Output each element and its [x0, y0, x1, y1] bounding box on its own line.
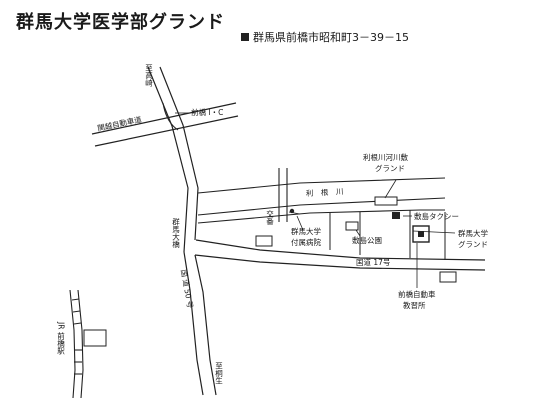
label-kanetsu-expressway: 関越自動車道: [96, 114, 143, 133]
label-to-takasaki: 至高崎: [144, 64, 153, 87]
address-text: 群馬県前橋市昭和町3－39－15: [253, 31, 409, 44]
label-to-kiryu: 至桐生: [214, 362, 223, 385]
tonegawa-ground-marker: [374, 196, 398, 206]
label-driving-school-2: 教習所: [403, 300, 426, 310]
jr-maebashi-station-building: [83, 329, 107, 347]
label-tonegawa-kasenjiki-2: グランド: [375, 163, 405, 173]
label-destination-2: グランド: [458, 239, 488, 249]
address: 群馬県前橋市昭和町3－39－15: [241, 29, 409, 45]
label-route17: 国道 17号: [356, 257, 390, 267]
gunma-ohashi-bridge: [278, 168, 288, 222]
kanetsu-expressway-road: [91, 102, 239, 147]
label-destination-1: 群馬大学: [458, 228, 488, 238]
leader-lines: [175, 112, 456, 288]
destination-marker: [418, 231, 424, 237]
route50-road: [183, 251, 217, 396]
map-labels: 至高崎 前橋 I・C 関越自動車道 利根川河川敷 グランド 利 根 川 交番 群…: [56, 64, 488, 385]
north-south-road: [147, 66, 199, 253]
label-koban: 交番: [265, 209, 274, 227]
label-gunma-univ-hospital-2: 付属病院: [291, 237, 321, 247]
label-maebashi-ic: 前橋 I・C: [191, 107, 223, 117]
label-driving-school-1: 前橋自動車: [398, 289, 436, 299]
riverside-road: [197, 209, 445, 224]
shikishima-park-marker: [345, 221, 359, 231]
label-jr-maebashi-station: JR 前橋駅: [56, 321, 65, 355]
label-tonegawa-river: 利 根 川: [306, 186, 344, 198]
route17-road: [194, 239, 486, 271]
label-shikishima-taxi: 敷島タクシー: [414, 211, 459, 221]
side-roads: [329, 210, 446, 260]
driving-school-building: [439, 271, 457, 283]
label-gunma-ohashi: 群馬大橋: [171, 217, 180, 250]
bullet-square-icon: [241, 33, 249, 41]
hospital-building: [255, 235, 273, 247]
label-shikishima-park: 敷島公園: [352, 235, 382, 245]
jr-railway: [69, 289, 84, 399]
label-tonegawa-kasenjiki-1: 利根川河川敷: [363, 152, 408, 162]
interchange-ramp: [162, 102, 179, 131]
page-title: 群馬大学医学部グランド: [16, 12, 225, 33]
taxi-marker: [392, 212, 400, 219]
label-route50: 国 道 50 号: [179, 269, 196, 309]
label-gunma-univ-hospital-1: 群馬大学: [291, 226, 321, 236]
